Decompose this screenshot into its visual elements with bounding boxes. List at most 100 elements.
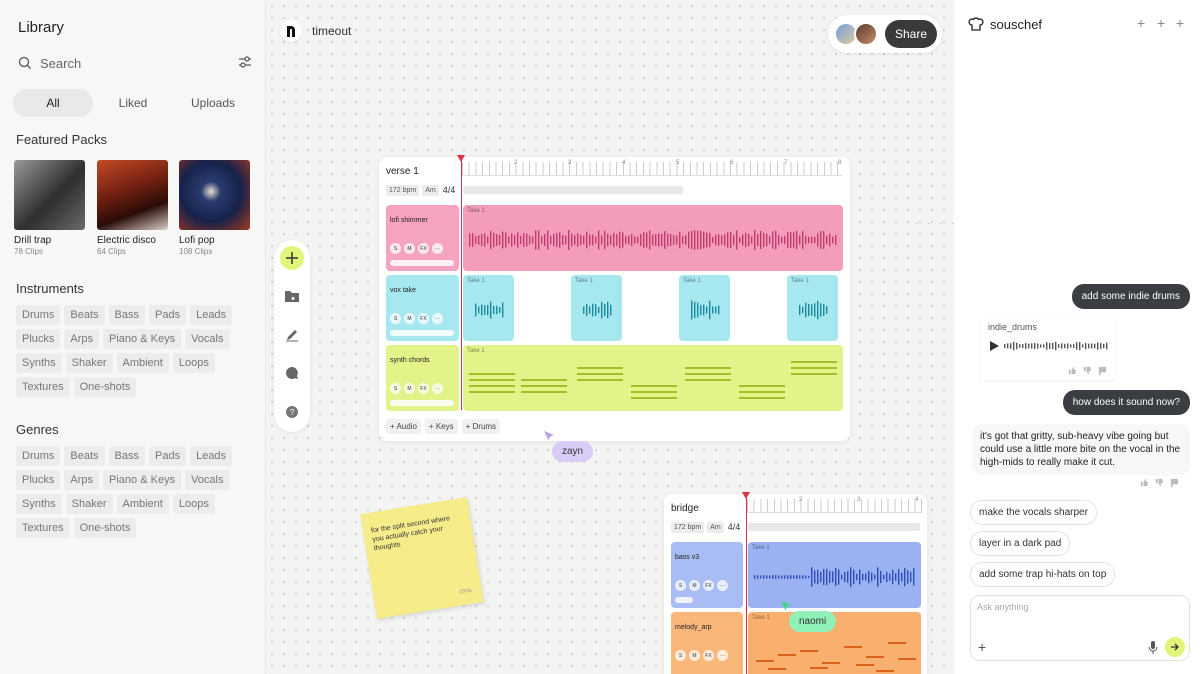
fx-button[interactable]: FX [418,243,429,254]
app-logo-icon[interactable] [280,20,302,42]
solo-button[interactable]: S [390,383,401,394]
instrument-chip[interactable]: Vocals [185,329,230,349]
volume-slider[interactable] [675,597,693,603]
add-audio-button[interactable]: + Audio [386,419,421,434]
instrument-chip[interactable]: Arps [64,329,100,349]
instrument-chip[interactable]: Leads [190,305,233,325]
solo-button[interactable]: S [675,650,686,661]
send-button[interactable] [1165,637,1185,657]
pack-card[interactable]: Electric disco 64 Clips [97,160,168,256]
avatar[interactable] [854,22,878,46]
suggestion-chip[interactable]: add some trap hi-hats on top [970,562,1116,587]
share-button[interactable]: Share [885,20,937,48]
library-search[interactable]: Search [18,52,253,74]
solo-button[interactable]: S [390,243,401,254]
genre-chip[interactable]: Drums [16,446,61,466]
suggestion-chip[interactable]: make the vocals sharper [970,500,1097,525]
key-badge[interactable]: Am [707,522,724,533]
project-name[interactable]: timeout [312,24,352,38]
genre-chip[interactable]: Beats [64,446,105,466]
more-button[interactable]: ··· [717,580,728,591]
audio-clip[interactable]: Take 1 [679,275,730,341]
instrument-chip[interactable]: Synths [16,353,62,373]
microphone-icon[interactable] [1148,641,1158,654]
track-header[interactable]: lofi shimmer S M FX ··· [386,205,459,271]
filter-icon[interactable] [237,54,253,70]
time-signature[interactable]: 4/4 [727,522,741,532]
genre-chip[interactable]: Loops [172,494,215,514]
fx-button[interactable]: FX [418,313,429,324]
more-button[interactable]: ··· [432,243,443,254]
instrument-chip[interactable]: Bass [108,305,145,325]
track-header[interactable]: vox take S M FX ··· [386,275,459,341]
tab-all[interactable]: All [13,89,93,117]
flag-icon[interactable] [1098,366,1107,375]
plus-icon[interactable]: + [1157,15,1166,31]
playhead[interactable] [742,492,750,674]
suggestion-chip[interactable]: layer in a dark pad [970,531,1071,556]
audio-clip[interactable]: Take 1 [571,275,622,341]
drag-handle-icon[interactable]: · · · · [915,218,958,229]
thumbs-up-icon[interactable] [1068,366,1077,375]
track-header[interactable]: synth chords S M FX ··· [386,345,459,411]
track-header[interactable]: melody_arp S M FX ··· [671,612,743,674]
fx-button[interactable]: FX [703,650,714,661]
comment-icon[interactable] [280,361,304,385]
attach-plus-icon[interactable]: + [978,639,987,655]
instrument-chip[interactable]: Plucks [16,329,61,349]
time-signature[interactable]: 4/4 [442,185,456,195]
mute-button[interactable]: M [404,243,415,254]
thumbs-down-icon[interactable] [1155,478,1164,487]
instrument-chip[interactable]: Shaker [65,353,113,373]
solo-button[interactable]: S [390,313,401,324]
folder-music-icon[interactable] [280,284,304,308]
audio-clip[interactable]: Take 1 [463,205,843,271]
instrument-chip[interactable]: Textures [16,377,70,397]
tab-uploads[interactable]: Uploads [190,96,236,110]
volume-slider[interactable] [390,330,454,336]
mute-button[interactable]: M [404,313,415,324]
key-badge[interactable]: Am [422,185,439,196]
instrument-chip[interactable]: Piano & Keys [103,329,182,349]
more-button[interactable]: ··· [717,650,728,661]
genre-chip[interactable]: Synths [16,494,62,514]
pack-card[interactable]: Lofi pop 108 Clips [179,160,250,256]
timeline-ruler[interactable]: 2 3 4 [747,497,922,513]
genre-chip[interactable]: Leads [190,446,233,466]
bpm-badge[interactable]: 172 bpm [671,522,705,533]
genre-chip[interactable]: Vocals [185,470,230,490]
pen-icon[interactable] [280,323,304,347]
volume-slider[interactable] [390,400,454,406]
mute-button[interactable]: M [404,383,415,394]
avatar[interactable] [834,22,858,46]
genre-chip[interactable]: Ambient [116,494,169,514]
help-icon[interactable]: ? [280,400,304,424]
instrument-chip[interactable]: Drums [16,305,61,325]
genre-chip[interactable]: Pads [149,446,187,466]
genre-chip[interactable]: Bass [108,446,145,466]
fx-button[interactable]: FX [418,383,429,394]
thumbs-up-icon[interactable] [1140,478,1149,487]
fx-button[interactable]: FX [703,580,714,591]
loop-region[interactable] [463,186,683,194]
track-header[interactable]: bass v3 S M FX ··· [671,542,743,608]
genre-chip[interactable]: One-shots [73,518,137,538]
bridge-card[interactable]: bridge 172 bpm Am 4/4 2 3 4 bass v3 S M … [664,492,927,674]
mute-button[interactable]: M [689,650,700,661]
thumbs-down-icon[interactable] [1083,366,1092,375]
timeline-ruler[interactable]: 2 3 4 5 6 7 8 [462,160,842,176]
instrument-chip[interactable]: Beats [64,305,105,325]
genre-chip[interactable]: Textures [16,518,70,538]
play-icon[interactable] [988,340,1000,352]
audio-attachment[interactable]: indie_drums [980,316,1115,380]
add-drums-button[interactable]: + Drums [461,419,501,434]
midi-clip[interactable]: Take 1 [463,345,843,411]
loop-region[interactable] [748,523,920,531]
instrument-chip[interactable]: One-shots [73,377,137,397]
genre-chip[interactable]: Arps [64,470,100,490]
more-button[interactable]: ··· [432,383,443,394]
midi-clip[interactable]: Take 1 [748,612,921,674]
add-keys-button[interactable]: + Keys [424,419,458,434]
audio-clip[interactable]: Take 1 [787,275,838,341]
plus-icon[interactable]: + [1176,15,1185,31]
